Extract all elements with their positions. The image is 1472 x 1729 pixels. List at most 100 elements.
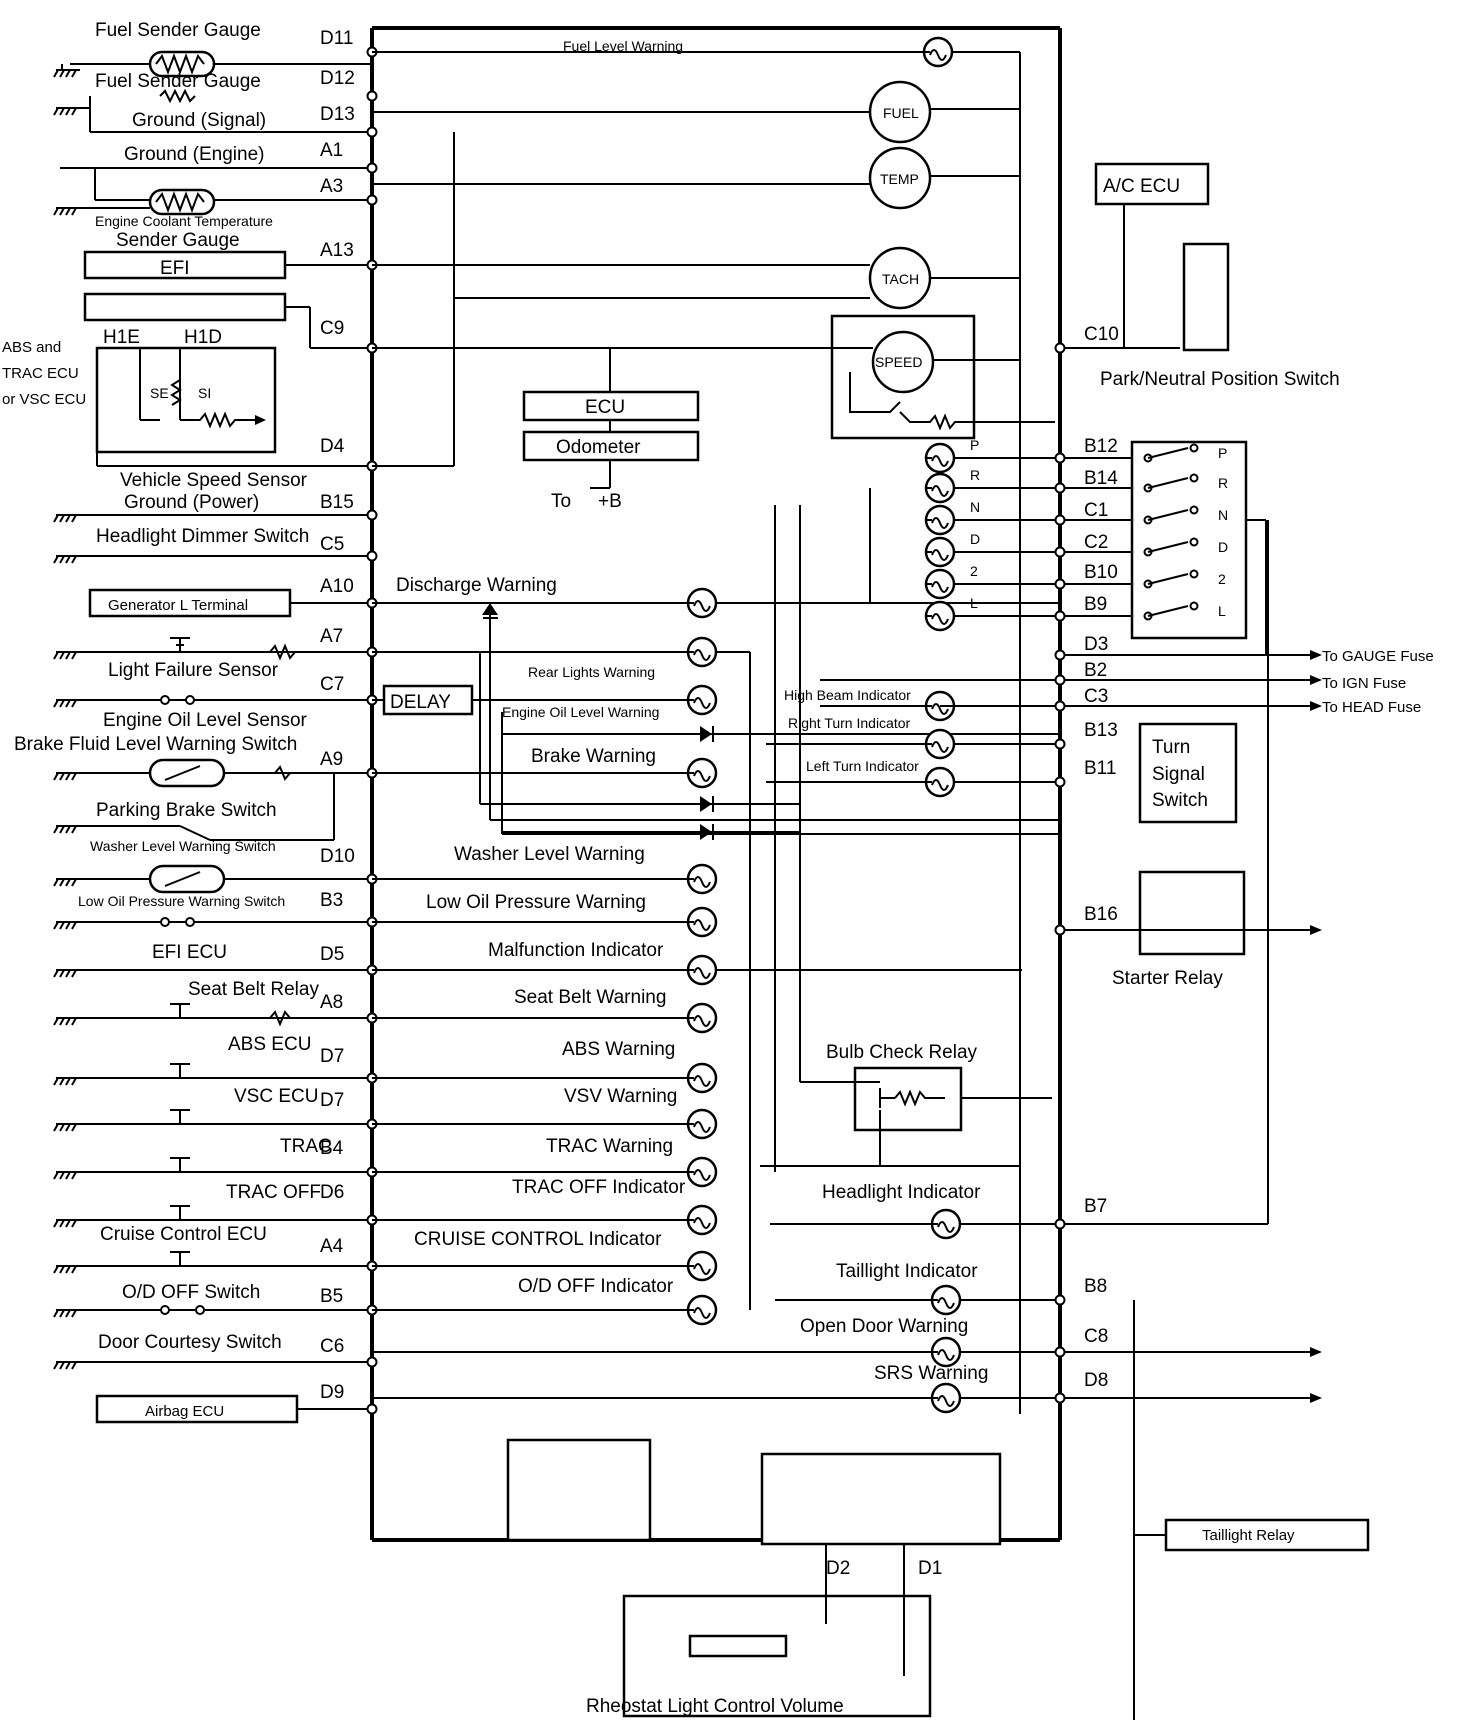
contact-arm — [1147, 541, 1189, 553]
fuel-sender-label-1: Fuel Sender Gauge — [95, 20, 261, 41]
lamp-icon — [686, 587, 718, 619]
lamp-icon — [686, 954, 718, 986]
trac-off-label: TRAC OFF — [226, 1182, 321, 1203]
pin-node — [366, 90, 378, 102]
temp-gauge: TEMP — [868, 146, 932, 210]
pin-node — [1054, 452, 1066, 464]
coolant-label-2: Sender Gauge — [116, 230, 240, 251]
shift-lamp-letter: N — [970, 499, 980, 515]
right-pin-labels: C10B12B14C1C2B10B9D3B2C3B13B11B16B7B8C8D… — [1054, 324, 1119, 1404]
shift-lamp-letter: D — [970, 531, 980, 547]
vsc-ecu-label: VSC ECU — [234, 1086, 318, 1107]
shift-lamp-letter: R — [970, 467, 980, 483]
ground-icon — [53, 514, 80, 523]
seat-belt-warning-label: Seat Belt Warning — [514, 987, 666, 1008]
od-off-label: O/D OFF Switch — [122, 1282, 260, 1303]
left-pin-label: A4 — [320, 1236, 344, 1257]
lamp-icon — [930, 1208, 962, 1240]
left-pin-label: C6 — [320, 1336, 344, 1357]
pin-node — [1054, 546, 1066, 558]
ground-icon — [53, 1171, 80, 1180]
left-pin-label: A8 — [320, 992, 343, 1013]
tach-gauge-label: TACH — [882, 271, 919, 287]
lamp-icon — [924, 728, 956, 760]
vss-label: Vehicle Speed Sensor — [120, 470, 308, 491]
ground-engine-label: Ground (Engine) — [124, 144, 264, 165]
h1d-label: H1D — [184, 327, 222, 348]
rheostat-box-a — [506, 1438, 652, 1542]
turn-label-3: Switch — [1152, 790, 1208, 811]
switch-letter: D — [1218, 539, 1228, 555]
contact-arm — [1147, 605, 1189, 617]
open-door-label: Open Door Warning — [800, 1316, 968, 1337]
contact-node — [1189, 601, 1199, 611]
head-fuse-label: To HEAD Fuse — [1322, 699, 1421, 716]
lamp-icon — [686, 684, 718, 716]
left-pin-label: B3 — [320, 890, 343, 911]
left-pin-label: D13 — [320, 104, 355, 125]
abs-label-2: TRAC ECU — [2, 365, 79, 382]
d2-label: D2 — [826, 1558, 850, 1579]
left-pin-label: D5 — [320, 944, 344, 965]
pin-node — [366, 162, 378, 174]
coolant-label-1: Engine Coolant Temperature — [95, 213, 273, 229]
turn-switch-box — [1138, 722, 1238, 824]
switch-letter: R — [1218, 475, 1228, 491]
ground-icon — [53, 1265, 80, 1274]
contact-arm — [1147, 477, 1189, 489]
low-oil-label: Low Oil Pressure Warning Switch — [78, 893, 285, 909]
washer-label: Washer Level Warning Switch — [90, 838, 276, 854]
pin-node — [1054, 738, 1066, 750]
contact-node — [1189, 443, 1199, 453]
shift-lamp-letter: P — [970, 437, 979, 453]
ground-icon — [53, 878, 80, 887]
parking-brake-label: Parking Brake Switch — [96, 800, 277, 821]
left-pin-label: D10 — [320, 846, 355, 867]
center-components: Fuel Level Warning FUEL TEMP TACH SPEED — [372, 36, 1320, 1414]
plus-b-label: +B — [598, 491, 622, 512]
malfunction-label: Malfunction Indicator — [488, 940, 664, 961]
ecu-label: ECU — [585, 397, 625, 418]
fuel-sender-label-2: Fuel Sender Gauge — [95, 71, 261, 92]
pin-node — [1054, 578, 1066, 590]
left-pin-label: D11 — [320, 28, 353, 49]
coolant-sender-gauge: Engine Coolant Temperature Sender Gauge — [60, 188, 273, 251]
temp-gauge-label: TEMP — [880, 171, 919, 187]
pin-node — [1054, 924, 1066, 936]
generator-label: Generator L Terminal — [108, 597, 248, 614]
indicator-lamps — [686, 36, 962, 1414]
pin-node — [1054, 1294, 1066, 1306]
left-pin-label: D7 — [320, 1090, 344, 1111]
pin-node — [366, 194, 378, 206]
left-pin-label: B5 — [320, 1286, 343, 1307]
lamp-icon — [930, 1284, 962, 1316]
lamp-icon — [924, 600, 956, 632]
oil-level-label: Engine Oil Level Sensor — [103, 710, 308, 731]
ground-icon — [53, 1309, 80, 1318]
lamp-icon — [924, 536, 956, 568]
ac-ecu-label: A/C ECU — [1103, 176, 1180, 197]
left-pin-label: D6 — [320, 1182, 344, 1203]
lamp-icon — [686, 906, 718, 938]
left-pin-label: D4 — [320, 436, 345, 457]
lamp-icon — [924, 472, 956, 504]
right-pin-label: B16 — [1084, 904, 1118, 925]
cruise-indicator-label: CRUISE CONTROL Indicator — [414, 1229, 662, 1250]
right-components: A/C ECU Park/Neutral Position Switch PRN… — [820, 162, 1434, 1720]
bulb-check-label: Bulb Check Relay — [826, 1042, 978, 1063]
lamp-icon — [924, 766, 956, 798]
pin-node — [1054, 610, 1066, 622]
trac-off-indicator-label: TRAC OFF Indicator — [512, 1177, 686, 1198]
shift-lamp-letter: 2 — [970, 563, 978, 579]
fuel-gauge-label: FUEL — [883, 105, 919, 121]
switch-letter: L — [1218, 603, 1226, 619]
generator-box — [88, 588, 292, 618]
cruise-label: Cruise Control ECU — [100, 1224, 267, 1245]
ground-icon — [53, 921, 80, 930]
contact-arm — [1147, 509, 1189, 521]
ground-icon — [53, 207, 80, 216]
brake-warning-label: Brake Warning — [531, 746, 656, 767]
left-pin-labels: D11D12D13A1A3A13C9D4B15C5A10A7C7A9D10B3D… — [320, 28, 378, 1415]
